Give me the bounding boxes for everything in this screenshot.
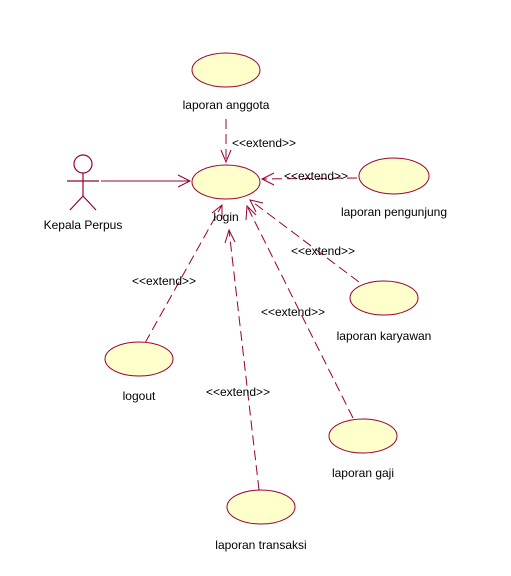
stereotype-extend-logout: <<extend>> xyxy=(132,274,196,288)
stereotype-extend-laporan-gaji: <<extend>> xyxy=(261,305,325,319)
usecase-laporan-karyawan-shape xyxy=(349,280,419,316)
usecase-laporan-gaji-shape xyxy=(328,418,398,454)
usecase-logout-label: logout xyxy=(123,389,156,403)
stereotype-extend-laporan-transaksi: <<extend>> xyxy=(206,385,270,399)
usecase-laporan-transaksi-shape xyxy=(226,489,296,525)
usecase-laporan-gaji[interactable]: laporan gaji xyxy=(328,418,398,480)
usecase-login-shape xyxy=(191,164,261,200)
extend-arrowhead-logout xyxy=(211,203,223,219)
stereotype-extend-laporan-pengunjung: <<extend>> xyxy=(284,169,348,183)
extend-arrowhead-laporan-pengunjung xyxy=(260,172,275,186)
usecase-login[interactable]: login xyxy=(191,164,261,224)
usecase-logout-shape xyxy=(104,341,174,377)
usecase-laporan-karyawan[interactable]: laporan karyawan xyxy=(337,280,432,343)
actor-right-leg xyxy=(82,195,97,211)
actor-left-leg xyxy=(69,195,84,211)
usecase-laporan-anggota-label: laporan anggota xyxy=(183,98,270,112)
actor-kepala-perpus[interactable] xyxy=(67,154,99,211)
stereotype-extend-laporan-karyawan: <<extend>> xyxy=(291,244,355,258)
extend-line-laporan-karyawan xyxy=(249,199,360,283)
usecase-laporan-transaksi[interactable]: laporan transaksi xyxy=(215,489,307,552)
usecase-laporan-gaji-label: laporan gaji xyxy=(332,466,394,480)
extend-arrowhead-laporan-anggota xyxy=(220,149,232,164)
usecase-login-label: login xyxy=(213,210,238,224)
extend-line-laporan-pengunjung xyxy=(261,177,358,180)
stereotype-extend-laporan-anggota: <<extend>> xyxy=(232,136,296,150)
usecase-laporan-anggota[interactable]: laporan anggota xyxy=(183,52,270,112)
extend-line-laporan-gaji xyxy=(246,205,354,419)
extend-arrowhead-laporan-gaji xyxy=(245,204,257,221)
actor-label: Kepala Perpus xyxy=(44,218,123,232)
usecase-laporan-pengunjung-label: laporan pengunjung xyxy=(341,205,447,219)
usecase-laporan-pengunjung-shape xyxy=(358,157,430,195)
usecase-laporan-anggota-shape xyxy=(191,52,261,88)
actor-head xyxy=(73,154,93,174)
usecase-logout[interactable]: logout xyxy=(104,341,174,403)
extend-arrowhead-laporan-transaksi xyxy=(224,228,236,244)
usecase-laporan-transaksi-label: laporan transaksi xyxy=(215,538,306,552)
extend-line-logout xyxy=(144,204,223,344)
usecase-laporan-karyawan-label: laporan karyawan xyxy=(337,329,432,343)
extend-line-laporan-transaksi xyxy=(228,229,260,491)
usecase-laporan-pengunjung[interactable]: laporan pengunjung xyxy=(341,157,447,219)
extend-arrowhead-laporan-karyawan xyxy=(249,199,264,213)
association-arrowhead xyxy=(177,174,192,188)
